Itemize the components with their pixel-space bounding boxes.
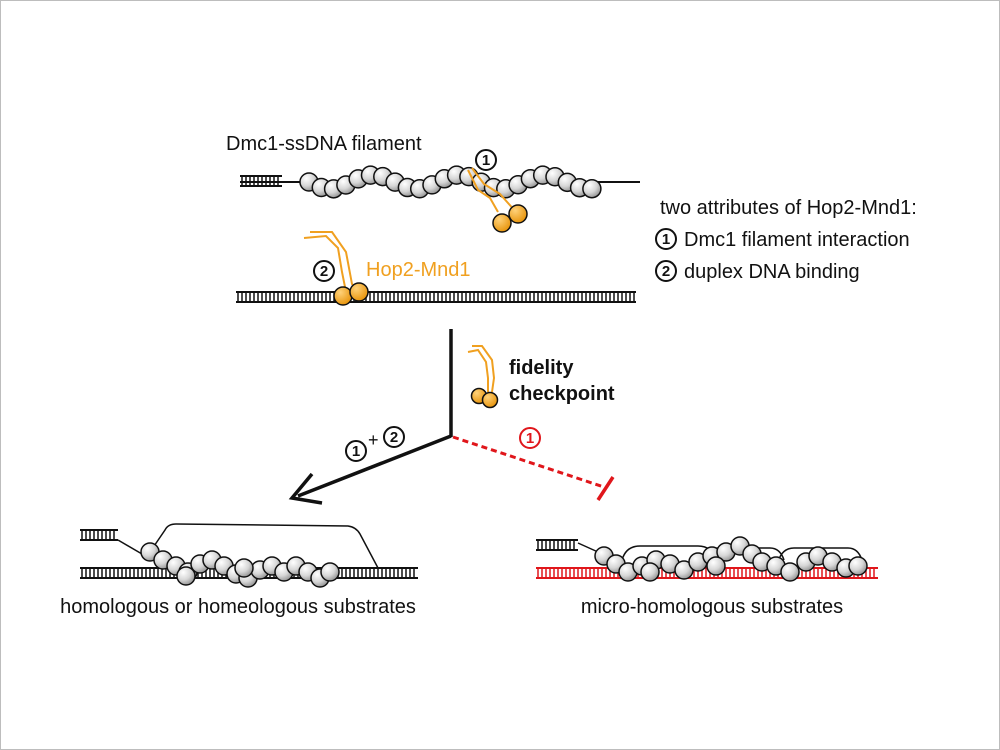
- marker-1-top: 1: [475, 149, 497, 171]
- dmc1-protomer: [582, 178, 602, 199]
- svg-text:1: 1: [526, 430, 534, 447]
- dmc1-protomers-left: [140, 542, 340, 588]
- attributes-title: two attributes of Hop2-Mnd1:: [660, 197, 917, 219]
- dmc1-protomers-top: [299, 165, 602, 199]
- inhibition-bar: [596, 476, 615, 501]
- arrowhead: [288, 472, 323, 505]
- legend-marker-1: [655, 228, 677, 250]
- dmc1-ssdna-filament: Dmc1-ssDNA filament 1: [226, 133, 640, 233]
- homologous-product: homologous or homeologous substrates: [60, 523, 418, 618]
- dmc1-protomer: [320, 562, 340, 582]
- legend-marker-2: [655, 260, 677, 282]
- attributes-legend: two attributes of Hop2-Mnd1: 1 Dmc1 fila…: [655, 197, 917, 283]
- svg-text:1: 1: [482, 152, 490, 169]
- svg-text:2: 2: [662, 263, 670, 280]
- dmc1-protomer: [234, 558, 254, 578]
- dmc1-protomer: [780, 562, 800, 582]
- homologous-caption: homologous or homeologous substrates: [60, 596, 416, 618]
- invading-duplex-end-left: [80, 529, 118, 541]
- invading-duplex-end-right: [536, 539, 578, 551]
- dmc1-protomer: [706, 556, 726, 576]
- duplex-end-top: [240, 175, 282, 187]
- pathway-arrows: [288, 329, 615, 505]
- duplex-dna-with-hop2: Hop2-Mnd1 2: [236, 231, 636, 306]
- micro-homologous-product: micro-homologous substrates: [536, 536, 878, 618]
- svg-text:2: 2: [320, 263, 328, 280]
- svg-text:1: 1: [352, 443, 360, 460]
- svg-text:2: 2: [390, 429, 398, 446]
- plus-sign: +: [368, 430, 379, 450]
- dmc1-protomer: [640, 562, 660, 582]
- micro-homologous-caption: micro-homologous substrates: [581, 596, 843, 618]
- dmc1-protomer: [176, 566, 196, 586]
- combined-attributes-marker: 1 + 2: [345, 426, 405, 462]
- attribute-2-text: duplex DNA binding: [684, 261, 860, 283]
- dmc1-protomers-right: [594, 536, 868, 582]
- hop2-mnd1-on-duplex: [303, 231, 369, 306]
- hop2-mnd1-on-filament: [467, 167, 528, 233]
- blocked-pathway-line: [452, 435, 605, 489]
- svg-text:1: 1: [662, 231, 670, 248]
- filament-title: Dmc1-ssDNA filament: [226, 133, 422, 155]
- productive-arrow-line: [297, 434, 452, 498]
- hop2-mnd1-checkpoint-icon: [467, 345, 499, 409]
- checkpoint-label-line1: fidelity: [509, 357, 574, 379]
- dmc1-protomer: [848, 556, 868, 576]
- fidelity-checkpoint: fidelity checkpoint: [467, 345, 615, 409]
- marker-2-middle: 2: [313, 260, 335, 282]
- attribute-1-text: Dmc1 filament interaction: [684, 229, 910, 251]
- checkpoint-label-line2: checkpoint: [509, 383, 615, 405]
- duplex-dna-middle: [236, 291, 636, 303]
- displaced-strand-left: [149, 523, 379, 569]
- red-marker-1: 1: [519, 427, 541, 449]
- hop2-mnd1-label: Hop2-Mnd1: [366, 259, 471, 281]
